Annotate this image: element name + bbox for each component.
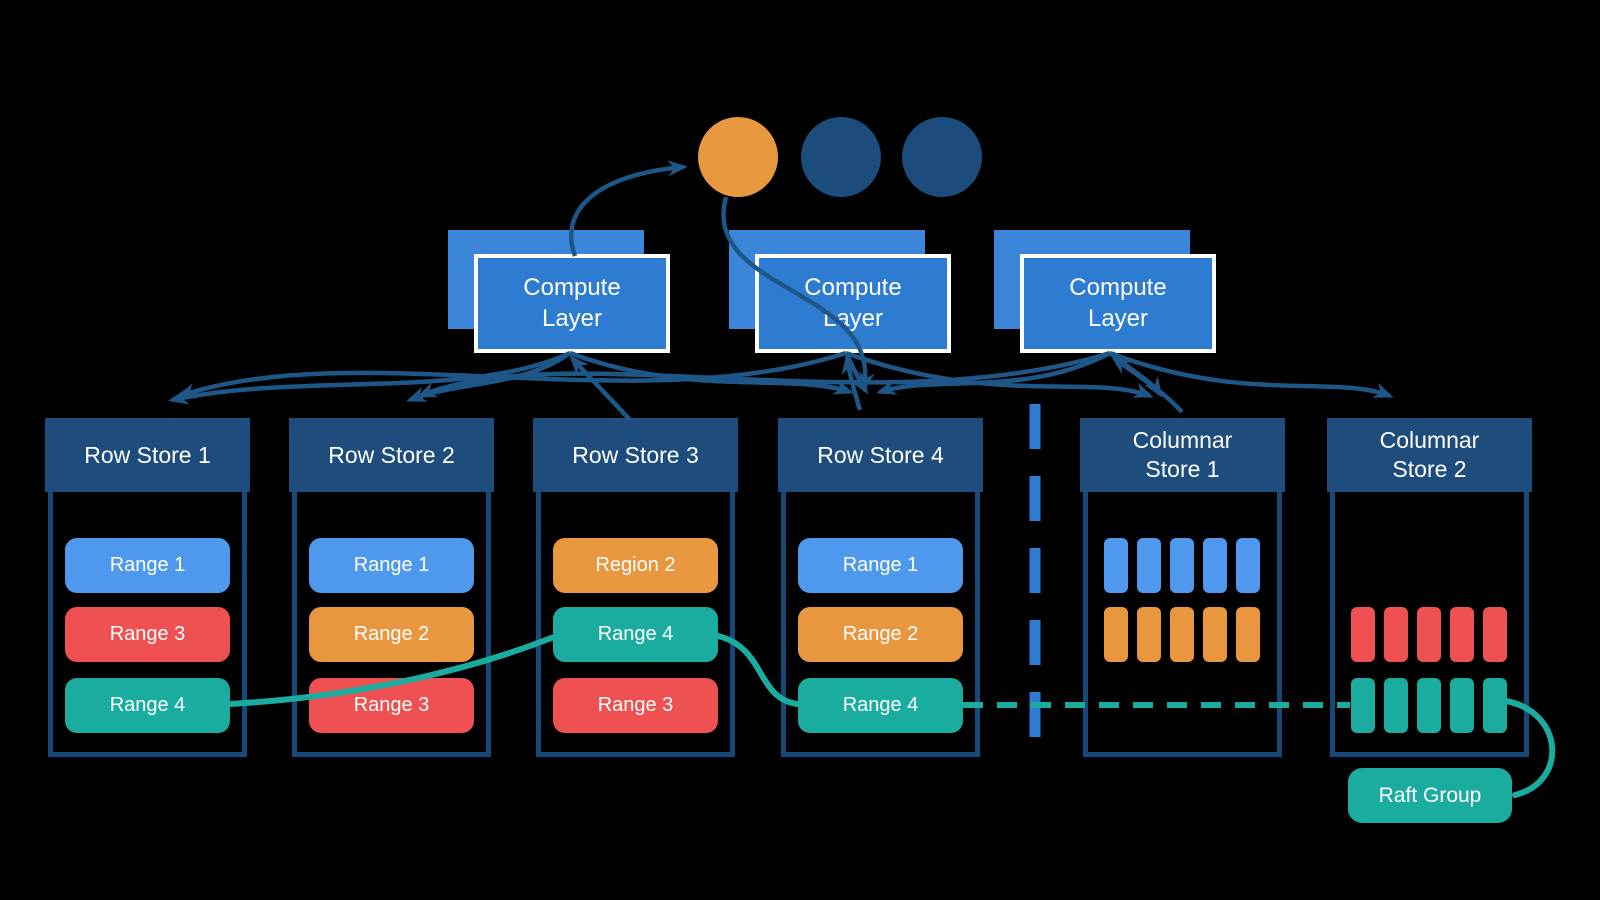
row-store-1-header: Row Store 1 bbox=[45, 418, 250, 492]
row-store-2: Row Store 2 Range 1 Range 2 Range 3 bbox=[289, 418, 494, 757]
compute-layer-2: Compute Layer bbox=[729, 230, 951, 353]
column-bar bbox=[1384, 678, 1408, 733]
column-bar bbox=[1203, 607, 1227, 662]
arrow-compute2-to-rowstore4 bbox=[843, 352, 869, 395]
range-pill: Range 3 bbox=[309, 678, 474, 733]
arrow-compute1-to-rowstore1 bbox=[168, 350, 571, 405]
arrow-rowstore3-to-compute1 bbox=[569, 355, 632, 422]
arrow-compute1-to-rowstore4 bbox=[569, 350, 854, 395]
range-pill: Region 2 bbox=[553, 538, 718, 593]
compute-layer-2-box: Compute Layer bbox=[755, 254, 951, 353]
row-store-1-body bbox=[48, 492, 247, 757]
range-pill: Range 1 bbox=[309, 538, 474, 593]
arrow-compute3-to-columnar2 bbox=[1109, 350, 1394, 399]
compute-layer-2-label: Compute Layer bbox=[804, 273, 902, 332]
range-pill: Range 1 bbox=[65, 538, 230, 593]
range-pill: Range 1 bbox=[798, 538, 963, 593]
row-store-3-body bbox=[536, 492, 735, 757]
column-bar bbox=[1450, 678, 1474, 733]
raft-group-box: Raft Group bbox=[1348, 768, 1512, 823]
arrow-compute3-to-columnar1 bbox=[1108, 351, 1163, 398]
columnar-store-1-header: Columnar Store 1 bbox=[1080, 418, 1285, 492]
columnar-store-2-title: Columnar Store 2 bbox=[1379, 427, 1480, 482]
compute-layer-1-label: Compute Layer bbox=[523, 273, 621, 332]
columnar-store-2: Columnar Store 2 bbox=[1327, 418, 1532, 757]
column-bar bbox=[1450, 607, 1474, 662]
arrow-rowstore4-to-compute2 bbox=[841, 354, 863, 411]
arrow-compute2-to-rowstore1 bbox=[176, 350, 847, 399]
column-bar bbox=[1483, 678, 1507, 733]
column-bar bbox=[1351, 678, 1375, 733]
column-bar bbox=[1236, 607, 1260, 662]
column-bar bbox=[1203, 538, 1227, 593]
compute-layer-3: Compute Layer bbox=[994, 230, 1216, 353]
column-bar bbox=[1417, 678, 1441, 733]
client-circle-navy-2 bbox=[902, 117, 982, 197]
column-bar bbox=[1170, 607, 1194, 662]
columnar-store-1: Columnar Store 1 bbox=[1080, 418, 1285, 757]
row-store-4-title: Row Store 4 bbox=[817, 441, 944, 468]
arrow-compute2-to-columnar1 bbox=[845, 350, 1154, 399]
range-pill: Range 3 bbox=[65, 607, 230, 662]
range-pill: Range 3 bbox=[553, 678, 718, 733]
column-bar bbox=[1384, 607, 1408, 662]
compute-layer-3-box: Compute Layer bbox=[1020, 254, 1216, 353]
columnar-store-1-title: Columnar Store 1 bbox=[1132, 427, 1233, 482]
column-bar bbox=[1137, 607, 1161, 662]
row-store-4-body bbox=[781, 492, 980, 757]
columnar-store-2-header: Columnar Store 2 bbox=[1327, 418, 1532, 492]
column-bar bbox=[1236, 538, 1260, 593]
compute-layer-1-box: Compute Layer bbox=[474, 254, 670, 353]
arrow-compute1-to-rowstore2 bbox=[406, 351, 572, 403]
raft-group-label: Raft Group bbox=[1378, 783, 1482, 807]
column-bar bbox=[1417, 607, 1441, 662]
column-bar bbox=[1104, 538, 1128, 593]
range-pill: Range 2 bbox=[798, 607, 963, 662]
columnar-store-2-body bbox=[1330, 492, 1529, 757]
row-store-3-title: Row Store 3 bbox=[572, 441, 699, 468]
range-pill: Range 2 bbox=[309, 607, 474, 662]
row-store-2-header: Row Store 2 bbox=[289, 418, 494, 492]
range-pill: Range 4 bbox=[553, 607, 718, 662]
column-bar bbox=[1104, 607, 1128, 662]
row-store-1-title: Row Store 1 bbox=[84, 441, 211, 468]
row-store-3-header: Row Store 3 bbox=[533, 418, 738, 492]
column-bar bbox=[1170, 538, 1194, 593]
range-pill: Range 4 bbox=[798, 678, 963, 733]
column-bar bbox=[1483, 607, 1507, 662]
compute-layer-1: Compute Layer bbox=[448, 230, 670, 353]
row-store-1: Row Store 1 Range 1 Range 3 Range 4 bbox=[45, 418, 250, 757]
compute-layer-3-label: Compute Layer bbox=[1069, 273, 1167, 332]
row-store-3: Row Store 3 Region 2 Range 4 Range 3 bbox=[533, 418, 738, 757]
arrow-compute3-to-rowstore4 bbox=[876, 351, 1112, 395]
row-store-2-title: Row Store 2 bbox=[328, 441, 455, 468]
columnar-store-1-body bbox=[1083, 492, 1282, 757]
client-circle-navy-1 bbox=[801, 117, 881, 197]
client-circle-orange bbox=[698, 117, 778, 197]
arrow-columnar1-to-compute3 bbox=[1110, 355, 1184, 414]
column-bar bbox=[1351, 607, 1375, 662]
row-store-4: Row Store 4 Range 1 Range 2 Range 4 bbox=[778, 418, 983, 757]
range-pill: Range 4 bbox=[65, 678, 230, 733]
column-bar bbox=[1137, 538, 1161, 593]
arrow-compute3-to-rowstore2 bbox=[416, 350, 1111, 399]
row-store-2-body bbox=[292, 492, 491, 757]
row-store-4-header: Row Store 4 bbox=[778, 418, 983, 492]
